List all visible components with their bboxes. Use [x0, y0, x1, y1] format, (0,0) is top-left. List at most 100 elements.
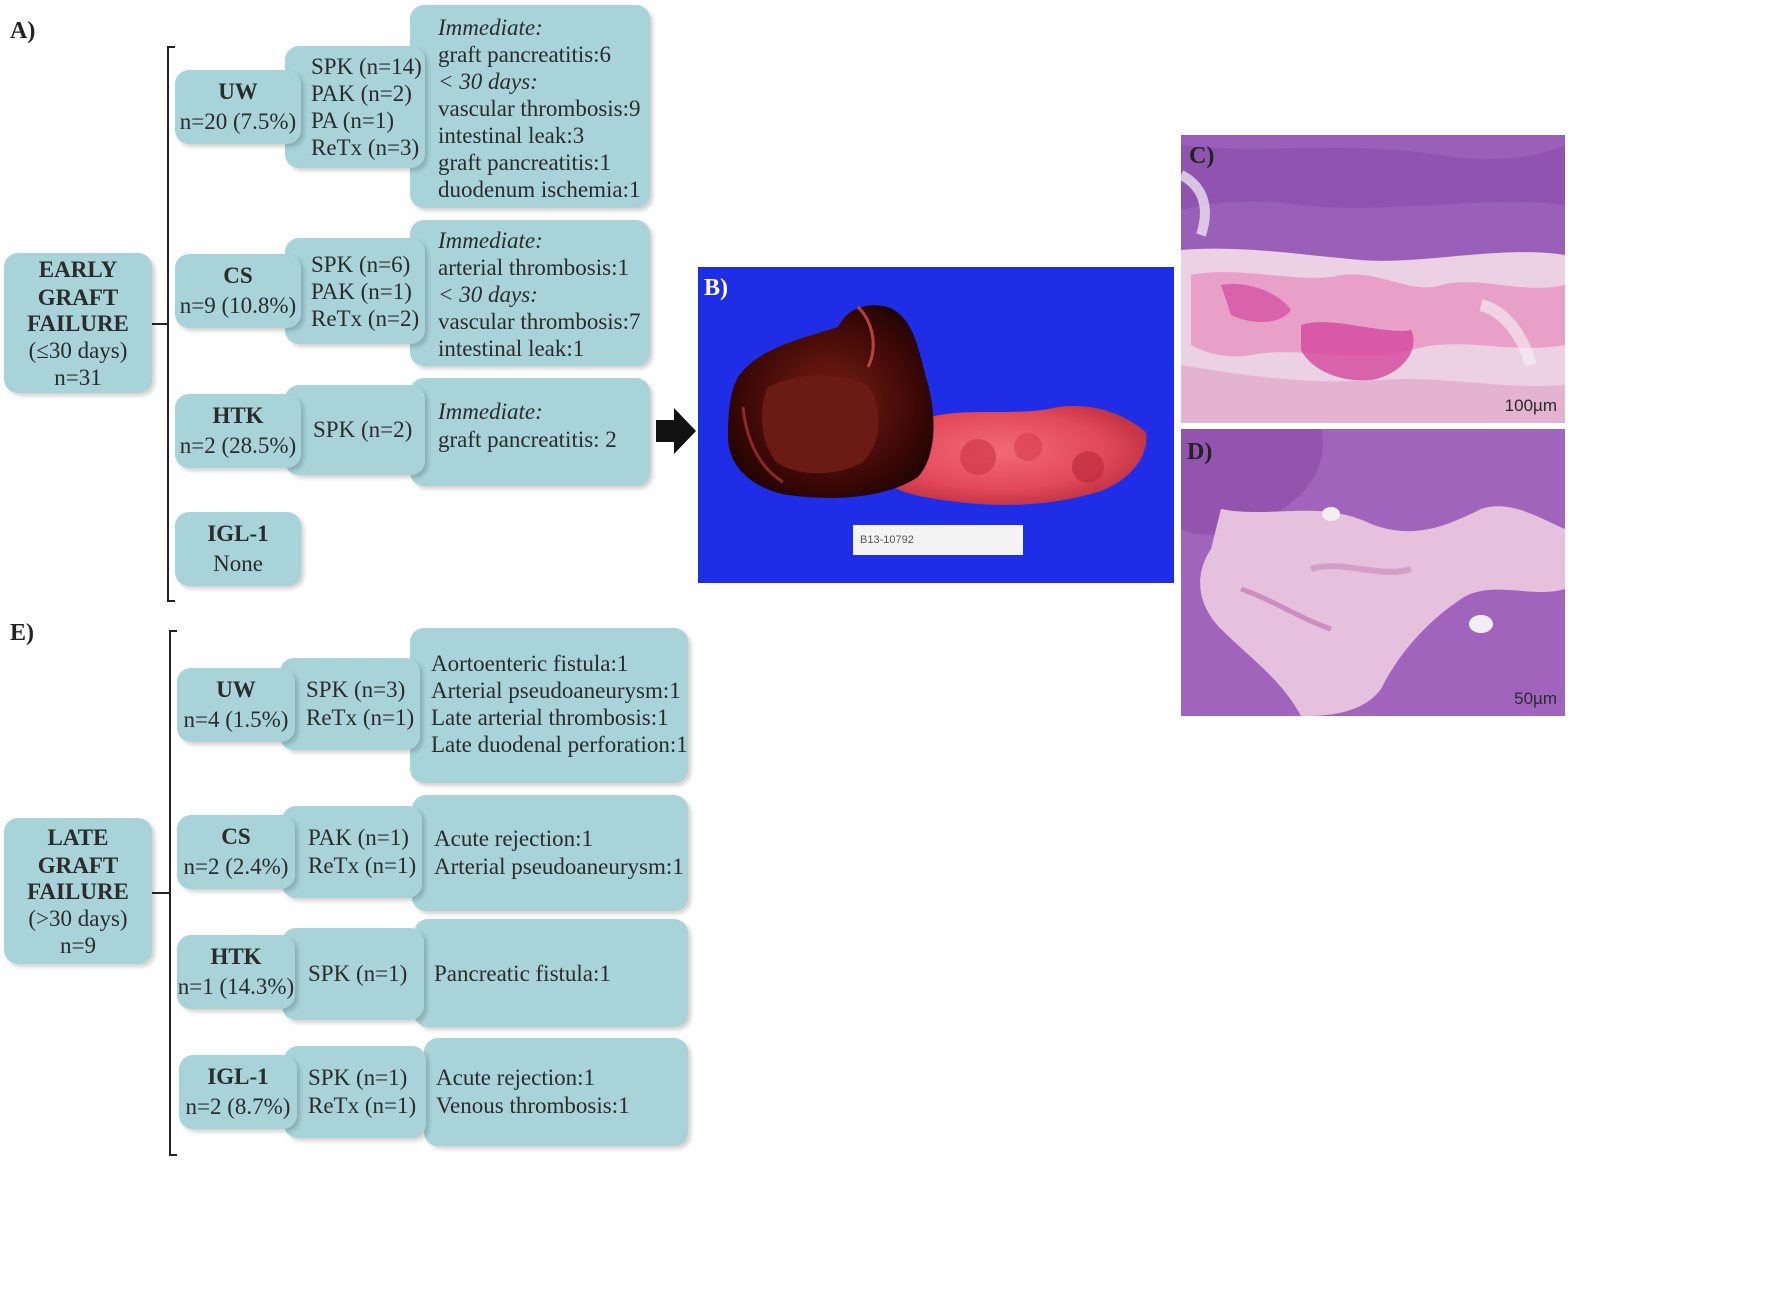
arrow-right-icon	[656, 408, 696, 454]
histology-image-c: C) 100µm	[1181, 135, 1565, 423]
cause-line: Aortoenteric fistula:1	[431, 651, 629, 676]
cause-line: duodenum ischemia:1	[438, 177, 641, 202]
scale-bar-d: 50µm	[1514, 689, 1557, 708]
panel-label-e: E)	[10, 620, 34, 646]
late-uw-type-box: SPK (n=3) ReTx (n=1)	[280, 658, 420, 750]
late-graft-failure-box: LATE GRAFT FAILURE (>30 days) n=9	[4, 818, 152, 964]
late-cs-cause-box: Acute rejection:1 Arterial pseudoaneurys…	[412, 795, 688, 911]
panel-label-b: B)	[704, 275, 728, 301]
type-line: PAK (n=2)	[311, 81, 412, 106]
type-line: SPK (n=2)	[313, 417, 413, 442]
type-line: ReTx (n=1)	[308, 1093, 417, 1118]
early-graft-failure-box: EARLY GRAFT FAILURE (≤30 days) n=31	[4, 253, 152, 393]
type-line: SPK (n=3)	[306, 677, 406, 702]
panel-label-d: D)	[1187, 439, 1213, 465]
late-igl1-box: IGL-1 n=2 (8.7%)	[179, 1055, 297, 1129]
cause-line: Immediate:	[438, 228, 543, 253]
histology-d-drawing	[1181, 429, 1565, 716]
cause-line: Pancreatic fistula:1	[434, 961, 611, 986]
type-line: SPK (n=1)	[308, 961, 408, 986]
late-bracket	[169, 630, 177, 1156]
group-n: n=2 (8.7%)	[185, 1094, 291, 1119]
group-n: n=9 (10.8%)	[179, 293, 297, 318]
early-n: n=31	[54, 365, 102, 390]
type-line: ReTx (n=1)	[308, 853, 417, 878]
group-name: HTK	[210, 944, 262, 969]
group-name: UW	[218, 79, 258, 104]
early-uw-cause-box: Immediate: graft pancreatitis:6 < 30 day…	[410, 5, 650, 208]
cause-line: arterial thrombosis:1	[438, 255, 629, 280]
type-line: ReTx (n=3)	[311, 135, 420, 160]
cause-line: Arterial pseudoaneurysm:1	[431, 678, 681, 703]
specimen-photo: B13-10792 B)	[698, 267, 1174, 583]
group-name: UW	[216, 677, 256, 702]
cause-line: Immediate:	[438, 15, 543, 40]
late-htk-cause-box: Pancreatic fistula:1	[414, 919, 688, 1027]
late-igl1-cause-box: Acute rejection:1 Venous thrombosis:1	[424, 1038, 688, 1146]
cause-line: Late arterial thrombosis:1	[431, 705, 669, 730]
group-n: n=2 (28.5%)	[179, 433, 297, 458]
early-cs-type-box: SPK (n=6) PAK (n=1) ReTx (n=2)	[285, 238, 425, 344]
cause-line: < 30 days:	[438, 282, 538, 307]
type-line: PA (n=1)	[311, 108, 395, 133]
early-cs-box: CS n=9 (10.8%)	[175, 254, 301, 328]
cause-line: graft pancreatitis:1	[438, 150, 612, 175]
histology-c-drawing	[1181, 135, 1565, 423]
group-n: None	[213, 551, 263, 576]
group-n: n=4 (1.5%)	[183, 707, 289, 732]
group-name: CS	[221, 824, 251, 849]
type-line: SPK (n=1)	[308, 1065, 408, 1090]
early-connector	[152, 323, 168, 325]
late-title-line-1: LATE	[47, 825, 109, 850]
scale-bar-c: 100µm	[1504, 396, 1557, 415]
early-title-line-1: EARLY	[38, 257, 118, 282]
group-name: HTK	[212, 403, 264, 428]
group-name: IGL-1	[207, 521, 269, 546]
early-htk-type-box: SPK (n=2)	[285, 385, 425, 475]
cause-line: intestinal leak:1	[438, 336, 585, 361]
cause-line: graft pancreatitis: 2	[438, 427, 617, 452]
early-cs-cause-box: Immediate: arterial thrombosis:1 < 30 da…	[410, 220, 650, 366]
late-title-line-2: GRAFT	[37, 853, 119, 878]
early-bracket	[167, 46, 175, 602]
type-line: PAK (n=1)	[308, 825, 409, 850]
group-n: n=2 (2.4%)	[183, 854, 289, 879]
cause-line: < 30 days:	[438, 69, 538, 94]
group-n: n=20 (7.5%)	[179, 109, 297, 134]
late-connector	[152, 892, 170, 894]
type-line: PAK (n=1)	[311, 278, 412, 304]
cause-line: Immediate:	[438, 399, 543, 424]
type-line: SPK (n=14)	[311, 54, 422, 79]
cause-line: Arterial pseudoaneurysm:1	[434, 854, 684, 879]
group-n: n=1 (14.3%)	[177, 974, 295, 999]
late-uw-box: UW n=4 (1.5%)	[177, 668, 295, 742]
panel-label-c: C)	[1189, 143, 1215, 169]
early-uw-box: UW n=20 (7.5%)	[175, 70, 301, 144]
late-htk-box: HTK n=1 (14.3%)	[177, 935, 295, 1009]
early-title-line-3: FAILURE	[27, 311, 129, 336]
early-title-line-2: GRAFT	[37, 285, 119, 310]
late-igl1-type-box: SPK (n=1) ReTx (n=1)	[284, 1046, 426, 1138]
late-htk-type-box: SPK (n=1)	[282, 928, 424, 1020]
cause-line: vascular thrombosis:9	[438, 96, 641, 121]
histology-image-d: D) 50µm	[1181, 429, 1565, 716]
specimen-label-text: B13-10792	[860, 534, 914, 546]
type-line: ReTx (n=1)	[306, 705, 415, 730]
group-name: IGL-1	[207, 1064, 269, 1089]
early-sub: (≤30 days)	[28, 338, 128, 363]
late-cs-type-box: PAK (n=1) ReTx (n=1)	[282, 806, 422, 898]
early-htk-box: HTK n=2 (28.5%)	[175, 394, 301, 468]
late-title-line-3: FAILURE	[27, 879, 129, 904]
late-sub: (>30 days)	[28, 906, 128, 931]
panel-label-a: A)	[10, 18, 36, 44]
cause-line: Late duodenal perforation:1	[431, 732, 688, 757]
specimen-photo-drawing: B13-10792	[728, 305, 1147, 555]
cause-line: intestinal leak:3	[438, 123, 585, 148]
late-n: n=9	[60, 933, 96, 958]
type-line: SPK (n=6)	[311, 251, 411, 277]
late-cs-box: CS n=2 (2.4%)	[177, 815, 295, 889]
early-htk-cause-box: Immediate: graft pancreatitis: 2	[410, 378, 650, 486]
cause-line: Acute rejection:1	[434, 826, 594, 851]
cause-line: Acute rejection:1	[436, 1065, 596, 1090]
late-uw-cause-box: Aortoenteric fistula:1 Arterial pseudoan…	[410, 628, 688, 783]
